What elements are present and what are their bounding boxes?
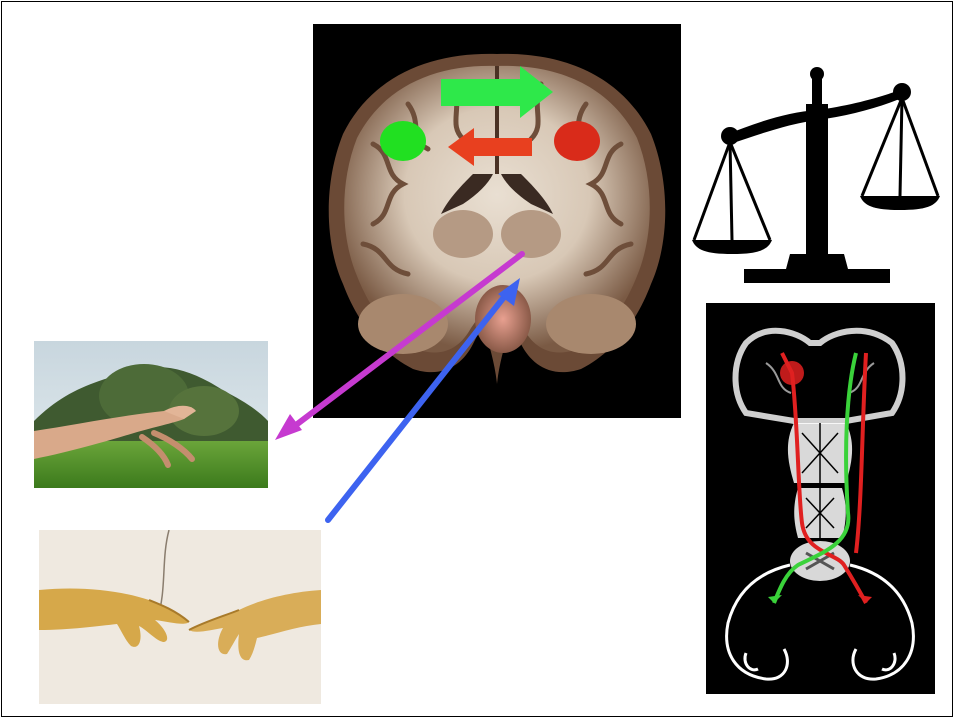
pathway-illustration (706, 303, 935, 694)
brain-coronal-image (313, 24, 681, 418)
scales-of-justice-icon (688, 64, 948, 294)
reach-photo-illustration (34, 341, 268, 488)
creation-of-adam-photo (39, 530, 321, 704)
reaching-hand-photo (34, 341, 268, 488)
brain-illustration (313, 24, 681, 418)
scales-illustration (688, 64, 948, 294)
corticospinal-pathway-diagram (706, 303, 935, 694)
creation-photo-illustration (39, 530, 321, 704)
